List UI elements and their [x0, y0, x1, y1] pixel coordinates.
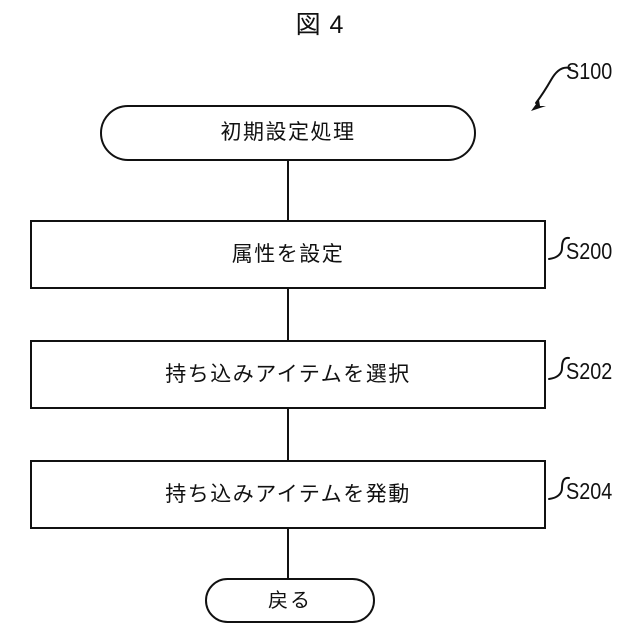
flow-node-return[interactable]: 戻る [205, 578, 375, 623]
flow-node-activate-item[interactable]: 持ち込みアイテムを発動 [30, 460, 546, 529]
leader-line-s202 [548, 356, 570, 380]
leader-line-s200 [548, 236, 570, 260]
connector-activate-to-return [287, 527, 289, 580]
flow-node-set-attribute[interactable]: 属性を設定 [30, 220, 546, 289]
flow-node-initial-setting-label: 初期設定処理 [220, 121, 356, 145]
flow-node-set-attribute-label: 属性を設定 [231, 242, 345, 266]
connector-init-to-attr [287, 159, 289, 222]
leader-line-s204 [548, 476, 570, 500]
flow-node-activate-item-label: 持ち込みアイテムを発動 [165, 482, 411, 506]
leader-arrow-s100 [531, 66, 571, 111]
step-reference-s100: S100 [566, 58, 613, 84]
step-reference-s200: S200 [566, 238, 613, 264]
connector-select-to-activate [287, 407, 289, 462]
step-reference-s204: S204 [566, 478, 613, 504]
step-reference-s202: S202 [566, 358, 613, 384]
figure-title: 図 4 [295, 11, 345, 39]
flow-node-select-item[interactable]: 持ち込みアイテムを選択 [30, 340, 546, 409]
connector-attr-to-select [287, 287, 289, 342]
flow-node-select-item-label: 持ち込みアイテムを選択 [165, 362, 411, 386]
flow-node-initial-setting[interactable]: 初期設定処理 [100, 105, 476, 161]
flow-node-return-label: 戻る [268, 589, 312, 612]
